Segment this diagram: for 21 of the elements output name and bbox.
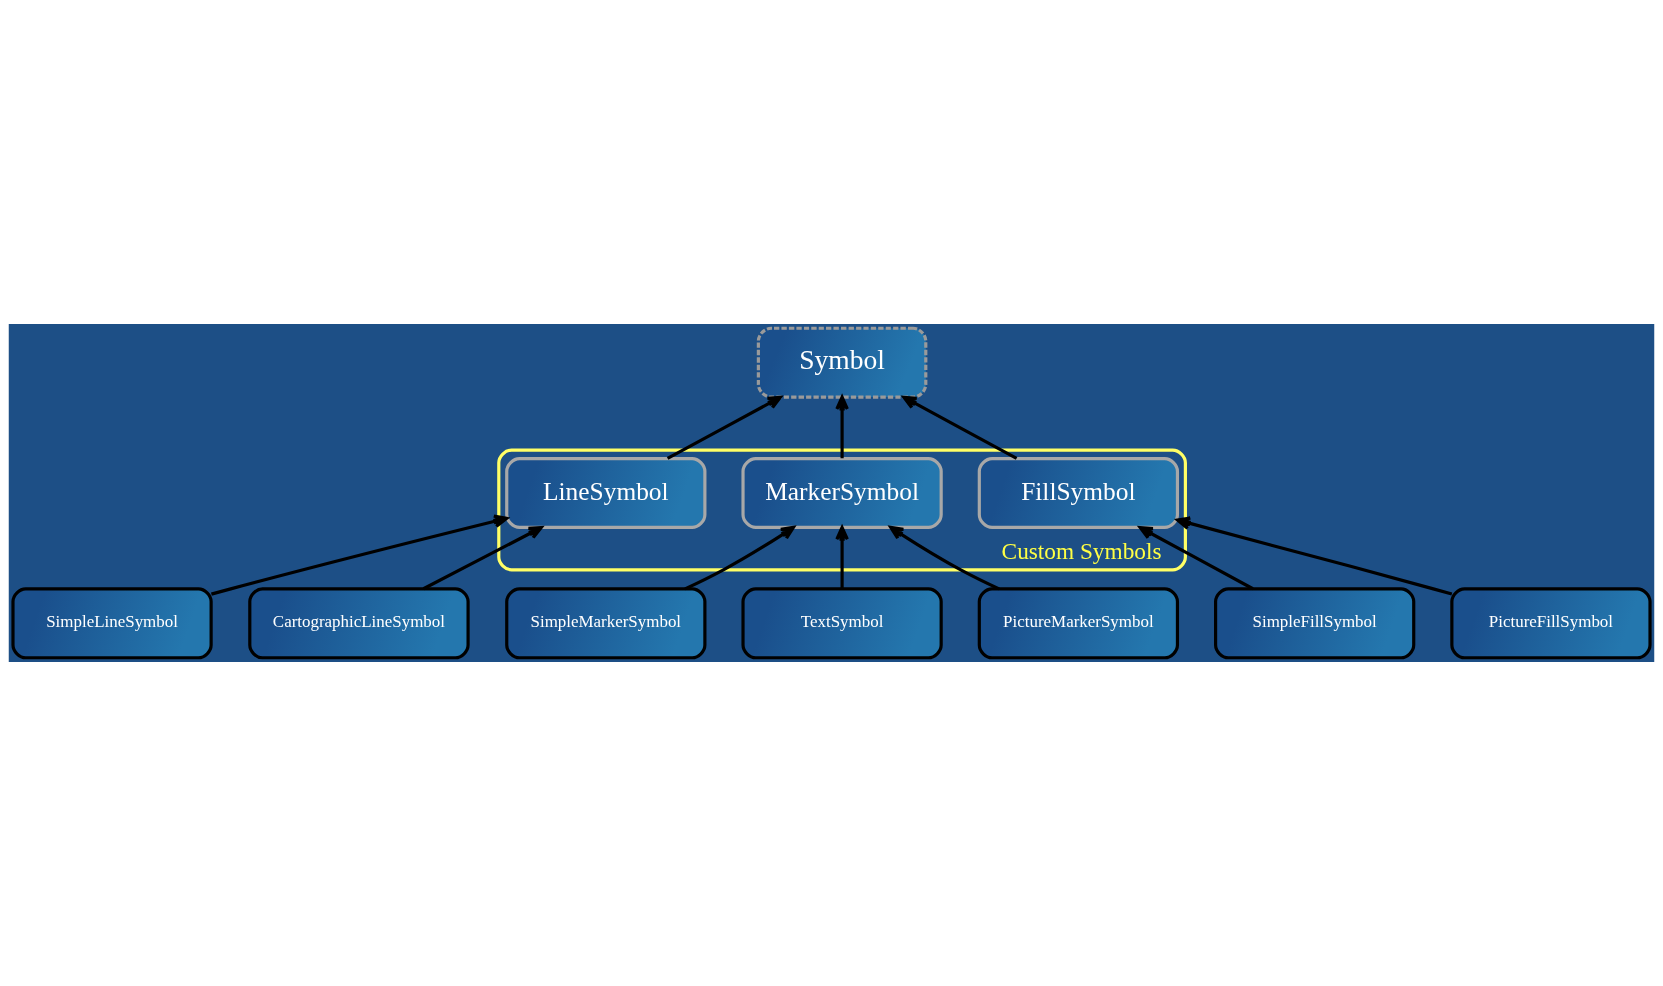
arrow <box>422 526 543 591</box>
arrow <box>666 395 782 460</box>
node-box: SimpleMarkerSymbol <box>505 587 707 660</box>
arrow <box>684 525 795 591</box>
node-box: MarkerSymbol <box>741 456 943 530</box>
arrow <box>210 514 509 596</box>
node-box: SimpleLineSymbol <box>11 587 213 660</box>
arrow <box>902 395 1018 460</box>
node-box: PictureFillSymbol <box>1450 587 1652 660</box>
arrow <box>1138 526 1254 591</box>
arrow <box>835 525 849 589</box>
arrow <box>1175 516 1453 596</box>
node-box: Symbol <box>756 326 928 399</box>
arrow <box>889 525 1000 591</box>
node-box: TextSymbol <box>741 587 943 660</box>
node-box: CartographicLineSymbol <box>248 587 470 660</box>
arrow <box>835 395 849 459</box>
node-box: SimpleFillSymbol <box>1214 587 1416 660</box>
node-box: PictureMarkerSymbol <box>977 587 1180 660</box>
node-box: FillSymbol <box>977 456 1180 530</box>
node-box: LineSymbol <box>505 456 707 530</box>
